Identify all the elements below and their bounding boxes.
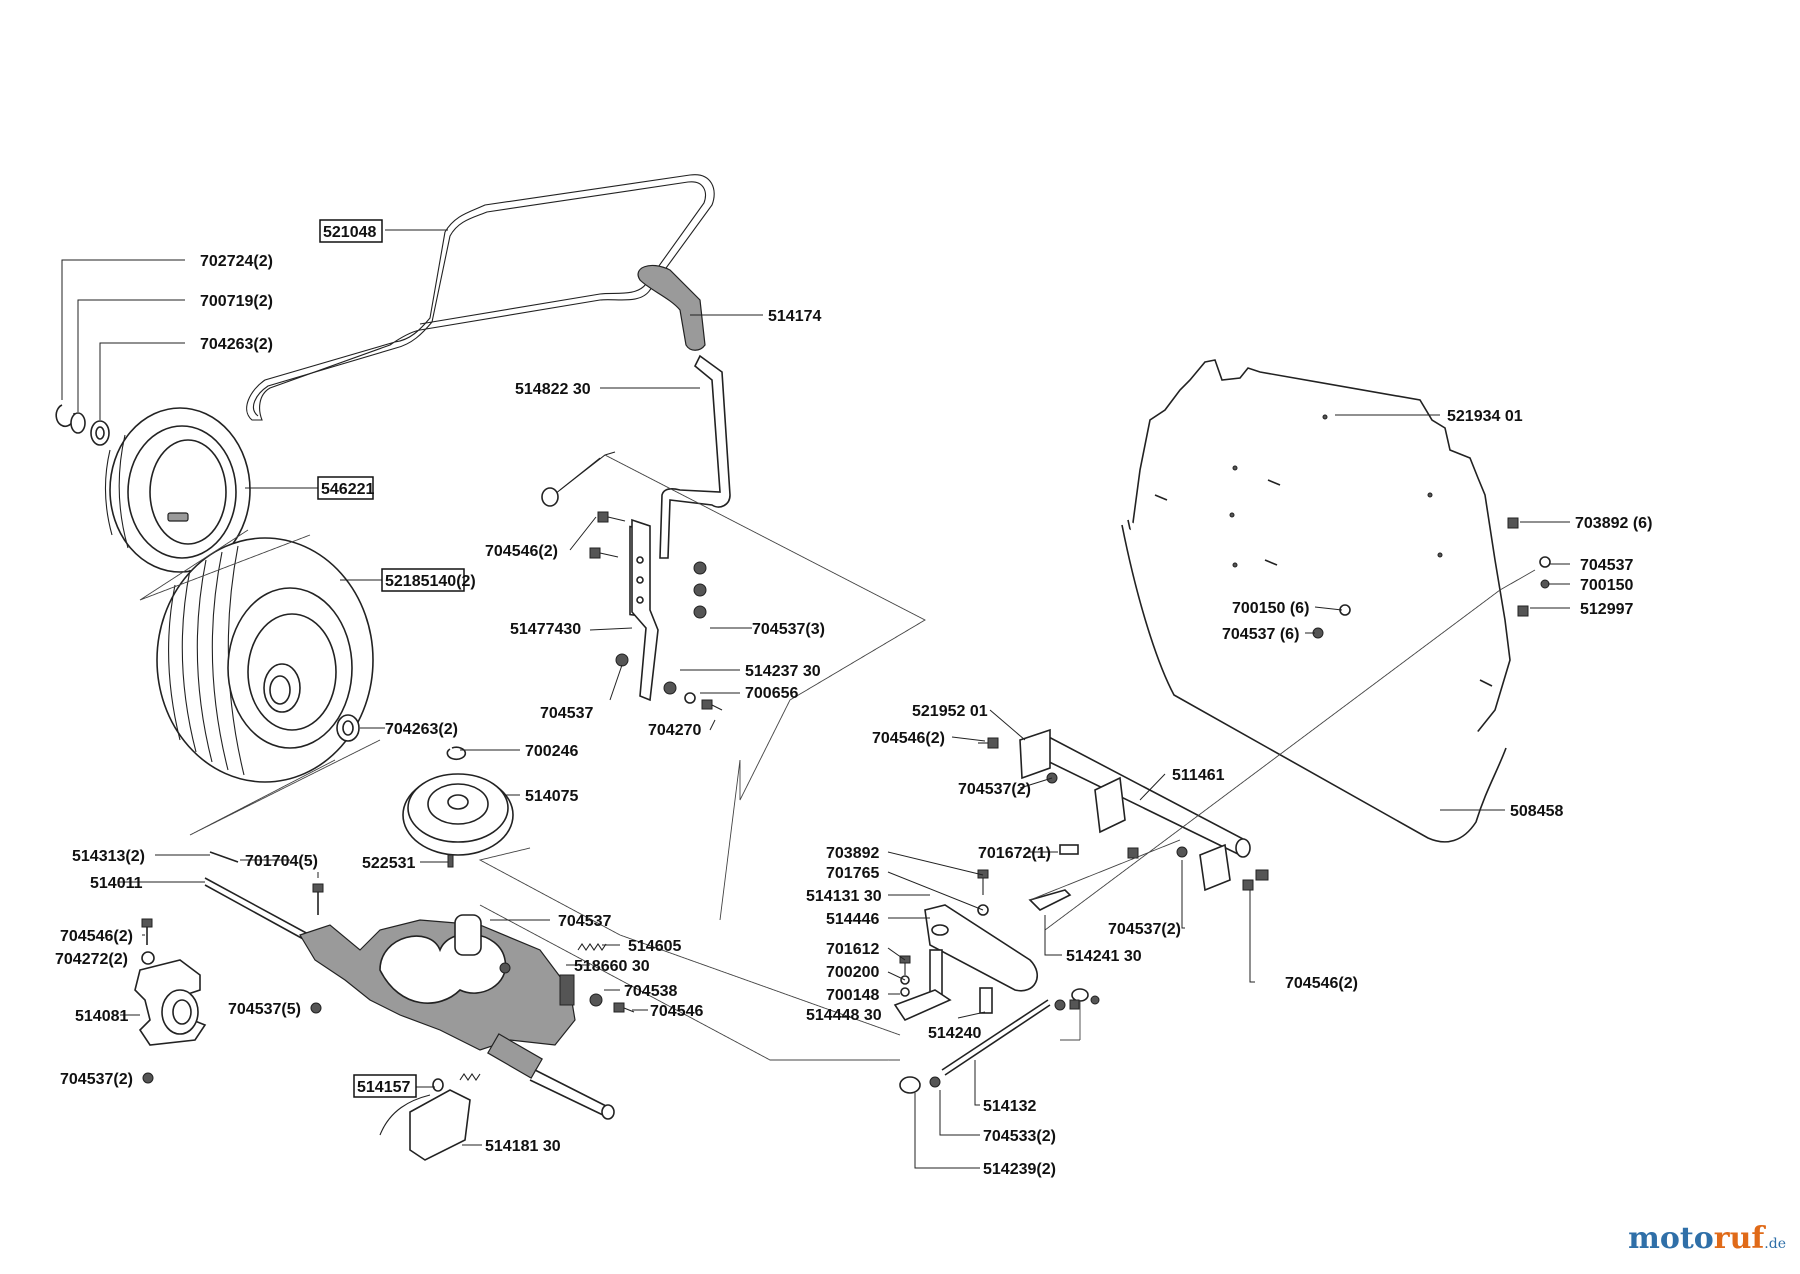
label-704263-front: 704263(2): [200, 336, 273, 353]
label-514313: 514313(2): [72, 848, 145, 865]
label-704537-2-right: 704537(2): [1108, 921, 1181, 938]
watermark-main-b: ruf: [1713, 1221, 1765, 1256]
label-52185140: 52185140(2): [385, 573, 476, 590]
label-704263-rear: 704263(2): [385, 721, 458, 738]
label-514075: 514075: [525, 788, 578, 805]
label-700150-6: 700150 (6): [1232, 600, 1309, 617]
watermark-suffix: .de: [1764, 1236, 1786, 1252]
small-hardware-right: [899, 517, 1551, 1010]
linkage-arm: [893, 889, 1072, 1022]
front-wheel: [104, 407, 251, 573]
label-704537-2-shaft: 704537(2): [958, 781, 1031, 798]
label-700150: 700150: [1580, 577, 1633, 594]
label-701672: 701672(1): [978, 845, 1051, 862]
circlip-700246: [446, 746, 467, 761]
bolts-704546: [589, 511, 626, 559]
bolts-left: [141, 883, 635, 1084]
label-704533: 704533(2): [983, 1128, 1056, 1145]
label-521952: 521952 01: [912, 703, 988, 720]
label-704537-trans: 704537: [558, 913, 611, 930]
label-701765: 701765: [826, 865, 879, 882]
washer-700719: [70, 412, 86, 434]
label-51477430: 51477430: [510, 621, 581, 638]
label-522531: 522531: [362, 855, 415, 872]
callout-labels: 521048 702724(2) 700719(2) 704263(2) 546…: [55, 219, 1652, 1178]
label-704546-shaft: 704546(2): [872, 730, 945, 747]
label-700200: 700200: [826, 964, 879, 981]
pin-514313: [209, 851, 239, 863]
label-514131: 514131 30: [806, 888, 882, 905]
pulley: [402, 773, 514, 856]
label-508458: 508458: [1510, 803, 1563, 820]
label-514011: 514011: [90, 875, 143, 892]
transaxle: [204, 877, 615, 1120]
label-704537-6: 704537 (6): [1222, 626, 1299, 643]
label-704546-left: 704546(2): [60, 928, 133, 945]
rear-wheel: [156, 537, 374, 783]
label-546221: 546221: [321, 481, 374, 498]
label-701704: 701704(5): [245, 853, 318, 870]
key-522531: [447, 854, 454, 868]
label-512997: 512997: [1580, 601, 1633, 618]
label-700719: 700719(2): [200, 293, 273, 310]
label-701612: 701612: [826, 941, 879, 958]
spring-514605: [577, 943, 607, 951]
label-704538: 704538: [624, 983, 677, 1000]
label-703892-6: 703892 (6): [1575, 515, 1652, 532]
label-704272: 704272(2): [55, 951, 128, 968]
label-702724: 702724(2): [200, 253, 273, 270]
cross-shaft: [1019, 728, 1251, 892]
label-518660: 518660 30: [574, 958, 650, 975]
label-514132: 514132: [983, 1098, 1036, 1115]
watermark-main-a: moto: [1628, 1221, 1714, 1256]
label-514181: 514181 30: [485, 1138, 561, 1155]
rod-514132: [944, 1004, 1051, 1076]
label-704270: 704270: [648, 722, 701, 739]
pedal-bracket: [629, 518, 659, 702]
label-514240: 514240: [928, 1025, 981, 1042]
label-514239: 514239(2): [983, 1161, 1056, 1178]
label-700656: 700656: [745, 685, 798, 702]
label-511461: 511461: [1172, 767, 1225, 784]
label-704537-pedal: 704537: [540, 705, 593, 722]
label-521048: 521048: [323, 224, 376, 241]
label-514448: 514448 30: [806, 1007, 882, 1024]
label-514174: 514174: [768, 308, 821, 325]
label-704537-deck: 704537: [1580, 557, 1633, 574]
label-704546-right: 704546(2): [1285, 975, 1358, 992]
label-514157: 514157: [357, 1079, 410, 1096]
bracket-514181: [379, 1073, 481, 1161]
label-703892: 703892: [826, 845, 879, 862]
label-521934: 521934 01: [1447, 408, 1523, 425]
label-514081: 514081: [75, 1008, 128, 1025]
pillow-block: [134, 959, 207, 1046]
label-704537-3: 704537(3): [752, 621, 825, 638]
rubber-edge: [1121, 519, 1507, 843]
drive-pedal: [637, 265, 706, 351]
label-514446: 514446: [826, 911, 879, 928]
v-belt: [246, 174, 715, 421]
label-514237: 514237 30: [745, 663, 821, 680]
nuts-704537: [615, 561, 723, 711]
pedal-rod: [659, 354, 731, 559]
label-704546-trans: 704546: [650, 1003, 703, 1020]
assembly-guide-lines: [139, 454, 1536, 1061]
leader-lines: [61, 229, 1570, 1169]
label-700148: 700148: [826, 987, 879, 1004]
ball-joints: [899, 988, 1089, 1094]
motoruf-watermark: motoruf.de: [1628, 1221, 1786, 1256]
label-514605: 514605: [628, 938, 681, 955]
label-514241: 514241 30: [1066, 948, 1142, 965]
label-514822: 514822 30: [515, 381, 591, 398]
label-700246: 700246: [525, 743, 578, 760]
label-704537-2-left: 704537(2): [60, 1071, 133, 1088]
label-704546-pedal: 704546(2): [485, 543, 558, 560]
label-704537-5: 704537(5): [228, 1001, 301, 1018]
